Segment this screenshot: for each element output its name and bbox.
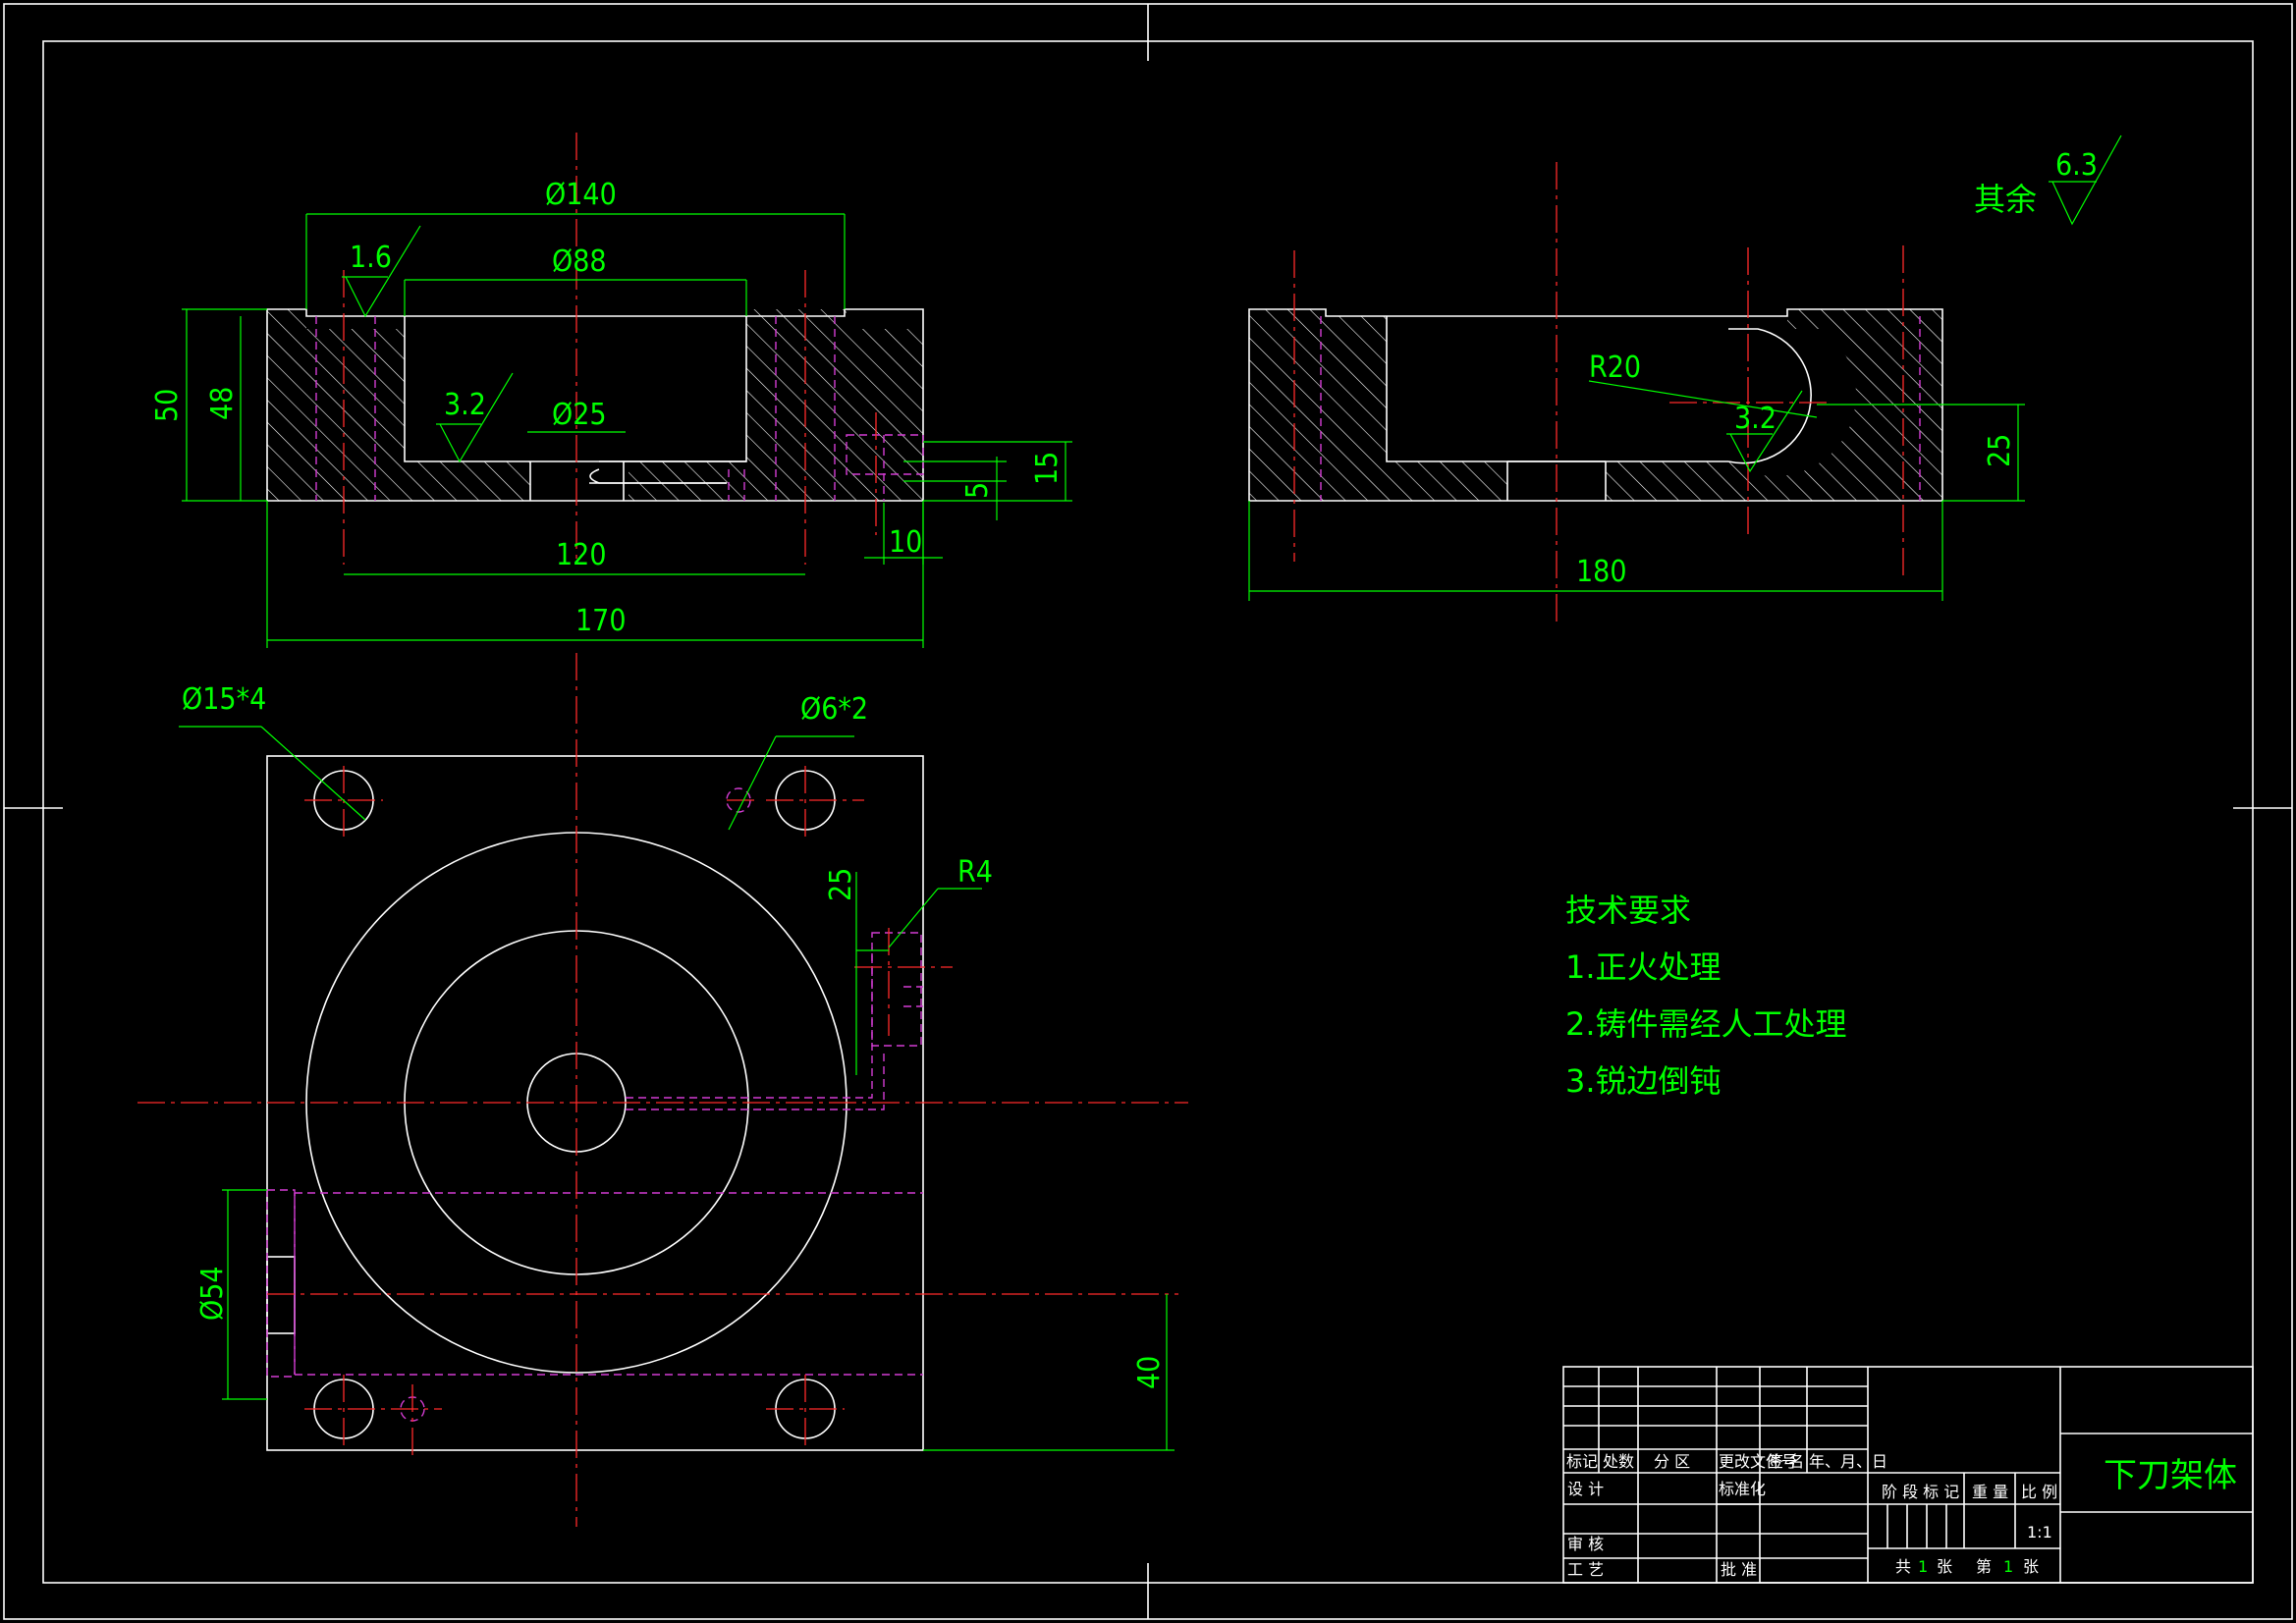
side-hatch-left [1249, 309, 1507, 501]
tb-standardize: 标准化 [1719, 1480, 1766, 1498]
tb-h-change: 更改文件号 [1719, 1452, 1797, 1471]
tb-h-sign: 签 名 [1768, 1452, 1804, 1471]
dim-top-25: 25 [824, 868, 858, 901]
tb-sheet-total: 1 [1918, 1557, 1928, 1576]
dim-w120: 120 [556, 538, 607, 572]
roughness-rest-value: 6.3 [2055, 148, 2098, 183]
tb-h-date: 年、月、日 [1809, 1452, 1887, 1471]
roughness-3-2: 3.2 [444, 388, 486, 422]
dim-180: 180 [1576, 555, 1627, 589]
tb-stage-mark: 阶 段 标 记 [1882, 1483, 1959, 1501]
dim-d54: Ø54 [195, 1266, 230, 1321]
dim-holes-6: Ø6*2 [800, 692, 868, 727]
tb-weight: 重 量 [1972, 1483, 2008, 1501]
title-block: 标记 处数 分 区 更改文件号 签 名 年、月、日 设 计 标准化 审 核 工 … [1562, 1366, 2254, 1584]
dim-r4: R4 [957, 855, 993, 890]
front-hatch-left [267, 309, 530, 501]
tech-requirements: 技术要求 1.正火处理 2.铸件需经人工处理 3.锐边倒钝 [1565, 892, 1847, 1100]
roughness-rest-label: 其余 [1974, 181, 2037, 218]
dim-h50: 50 [150, 389, 185, 422]
roughness-1-6: 1.6 [350, 241, 392, 275]
dim-d25: Ø25 [552, 398, 607, 432]
dim-d140: Ø140 [545, 178, 617, 212]
dim-side-25: 25 [1983, 434, 2017, 467]
sheet-border [3, 3, 2293, 1620]
tech-title: 技术要求 [1565, 892, 1691, 929]
tb-process: 工 艺 [1567, 1560, 1604, 1579]
dim-40: 40 [1132, 1356, 1167, 1389]
dim-h48: 48 [205, 387, 240, 420]
dim-w170: 170 [575, 604, 627, 638]
tb-approve: 批 准 [1721, 1560, 1757, 1579]
dim-r20: R20 [1589, 351, 1641, 385]
tb-review: 审 核 [1567, 1535, 1604, 1553]
tech-item-2: 2.铸件需经人工处理 [1565, 1005, 1847, 1043]
tech-item-1: 1.正火处理 [1565, 948, 1722, 986]
side-hatch-right [1606, 309, 1942, 501]
tb-sheet-total-pre: 共 [1895, 1557, 1911, 1576]
tb-h-count: 处数 [1603, 1452, 1634, 1471]
tb-design: 设 计 [1567, 1480, 1604, 1498]
dim-holes-15: Ø15*4 [182, 682, 266, 717]
general-roughness: 其余 6.3 [1974, 135, 2122, 226]
tb-sheet-unit: 张 [1937, 1557, 1952, 1576]
tech-item-3: 3.锐边倒钝 [1565, 1062, 1722, 1100]
tb-sheet-no-pre: 第 [1976, 1557, 1992, 1576]
dim-10: 10 [889, 525, 922, 560]
front-hatch-right [629, 309, 923, 501]
tb-ratio: 比 例 [2021, 1483, 2057, 1501]
dim-5: 5 [960, 482, 995, 499]
tb-part-name: 下刀架体 [2104, 1456, 2237, 1495]
front-section-view: Ø140 Ø88 Ø25 50 48 120 170 15 5 10 1.6 3… [150, 133, 1072, 648]
tb-sheet-no-unit: 张 [2023, 1557, 2039, 1576]
dim-d88: Ø88 [552, 244, 607, 279]
tb-scale: 1:1 [2027, 1523, 2052, 1542]
side-outline [1248, 308, 1943, 502]
dim-15: 15 [1030, 452, 1065, 485]
side-section-view: R20 25 180 3.2 [1248, 162, 2025, 623]
top-view: Ø15*4 Ø6*2 R4 25 Ø54 40 [137, 653, 1188, 1527]
tb-sheet-no: 1 [2003, 1557, 2013, 1576]
tb-h-zone: 分 区 [1654, 1452, 1690, 1471]
tb-h-mark: 标记 [1566, 1452, 1598, 1471]
roughness-side-3-2: 3.2 [1734, 402, 1777, 436]
